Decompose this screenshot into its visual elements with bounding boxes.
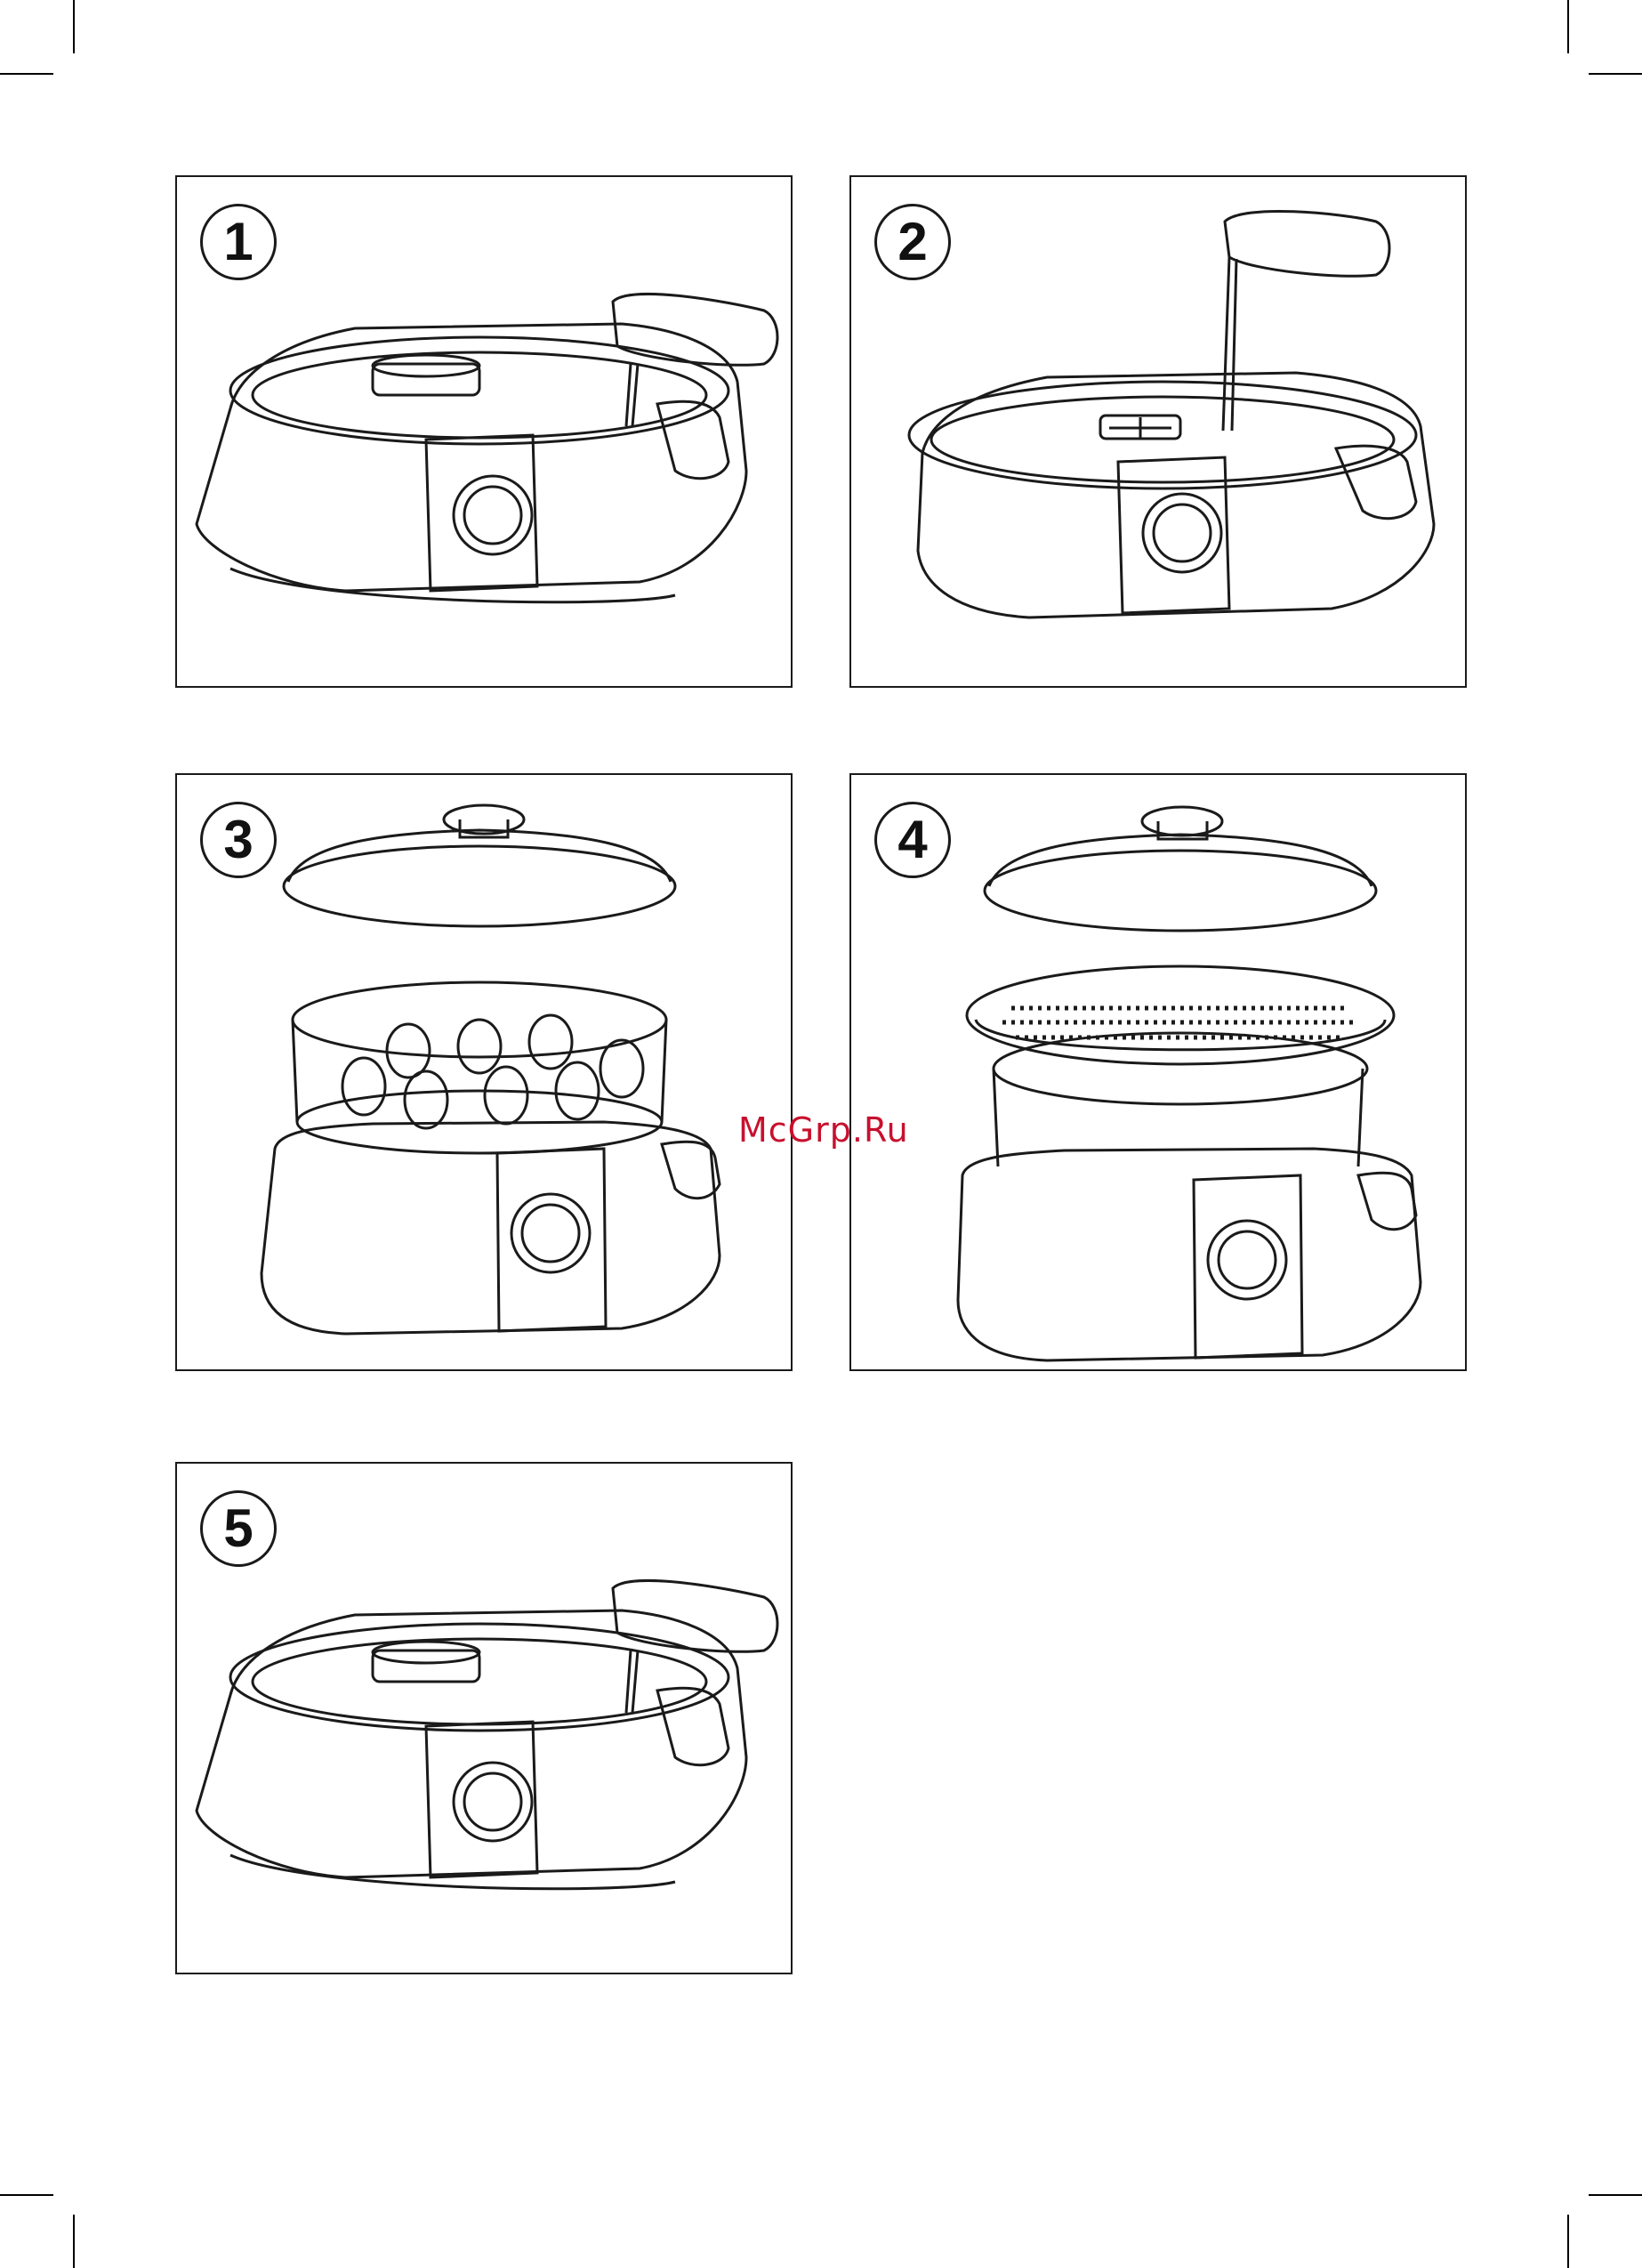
steamer-rice-bowl-illustration — [851, 775, 1469, 1373]
steamer-funnel-pour-illustration — [851, 177, 1469, 690]
crop-mark-bottom-left-h — [0, 2194, 53, 2196]
steamer-base-pour-illustration — [177, 1464, 794, 1976]
step-panel-4: 4 — [849, 773, 1467, 1371]
step-panel-5: 5 — [175, 1462, 793, 1974]
watermark-text: McGrp.Ru — [738, 1110, 909, 1150]
crop-mark-bottom-right-h — [1589, 2194, 1642, 2196]
crop-mark-top-left-h — [0, 73, 53, 75]
crop-mark-top-left-v — [73, 0, 75, 53]
steamer-eggs-illustration — [177, 775, 794, 1373]
step-panel-1: 1 — [175, 175, 793, 688]
crop-mark-bottom-left-v — [73, 2215, 75, 2268]
crop-mark-top-right-v — [1567, 0, 1569, 53]
crop-mark-top-right-h — [1589, 73, 1642, 75]
crop-mark-bottom-right-v — [1567, 2215, 1569, 2268]
step-panel-3: 3 — [175, 773, 793, 1371]
steamer-base-pour-illustration — [177, 177, 794, 690]
step-panel-2: 2 — [849, 175, 1467, 688]
